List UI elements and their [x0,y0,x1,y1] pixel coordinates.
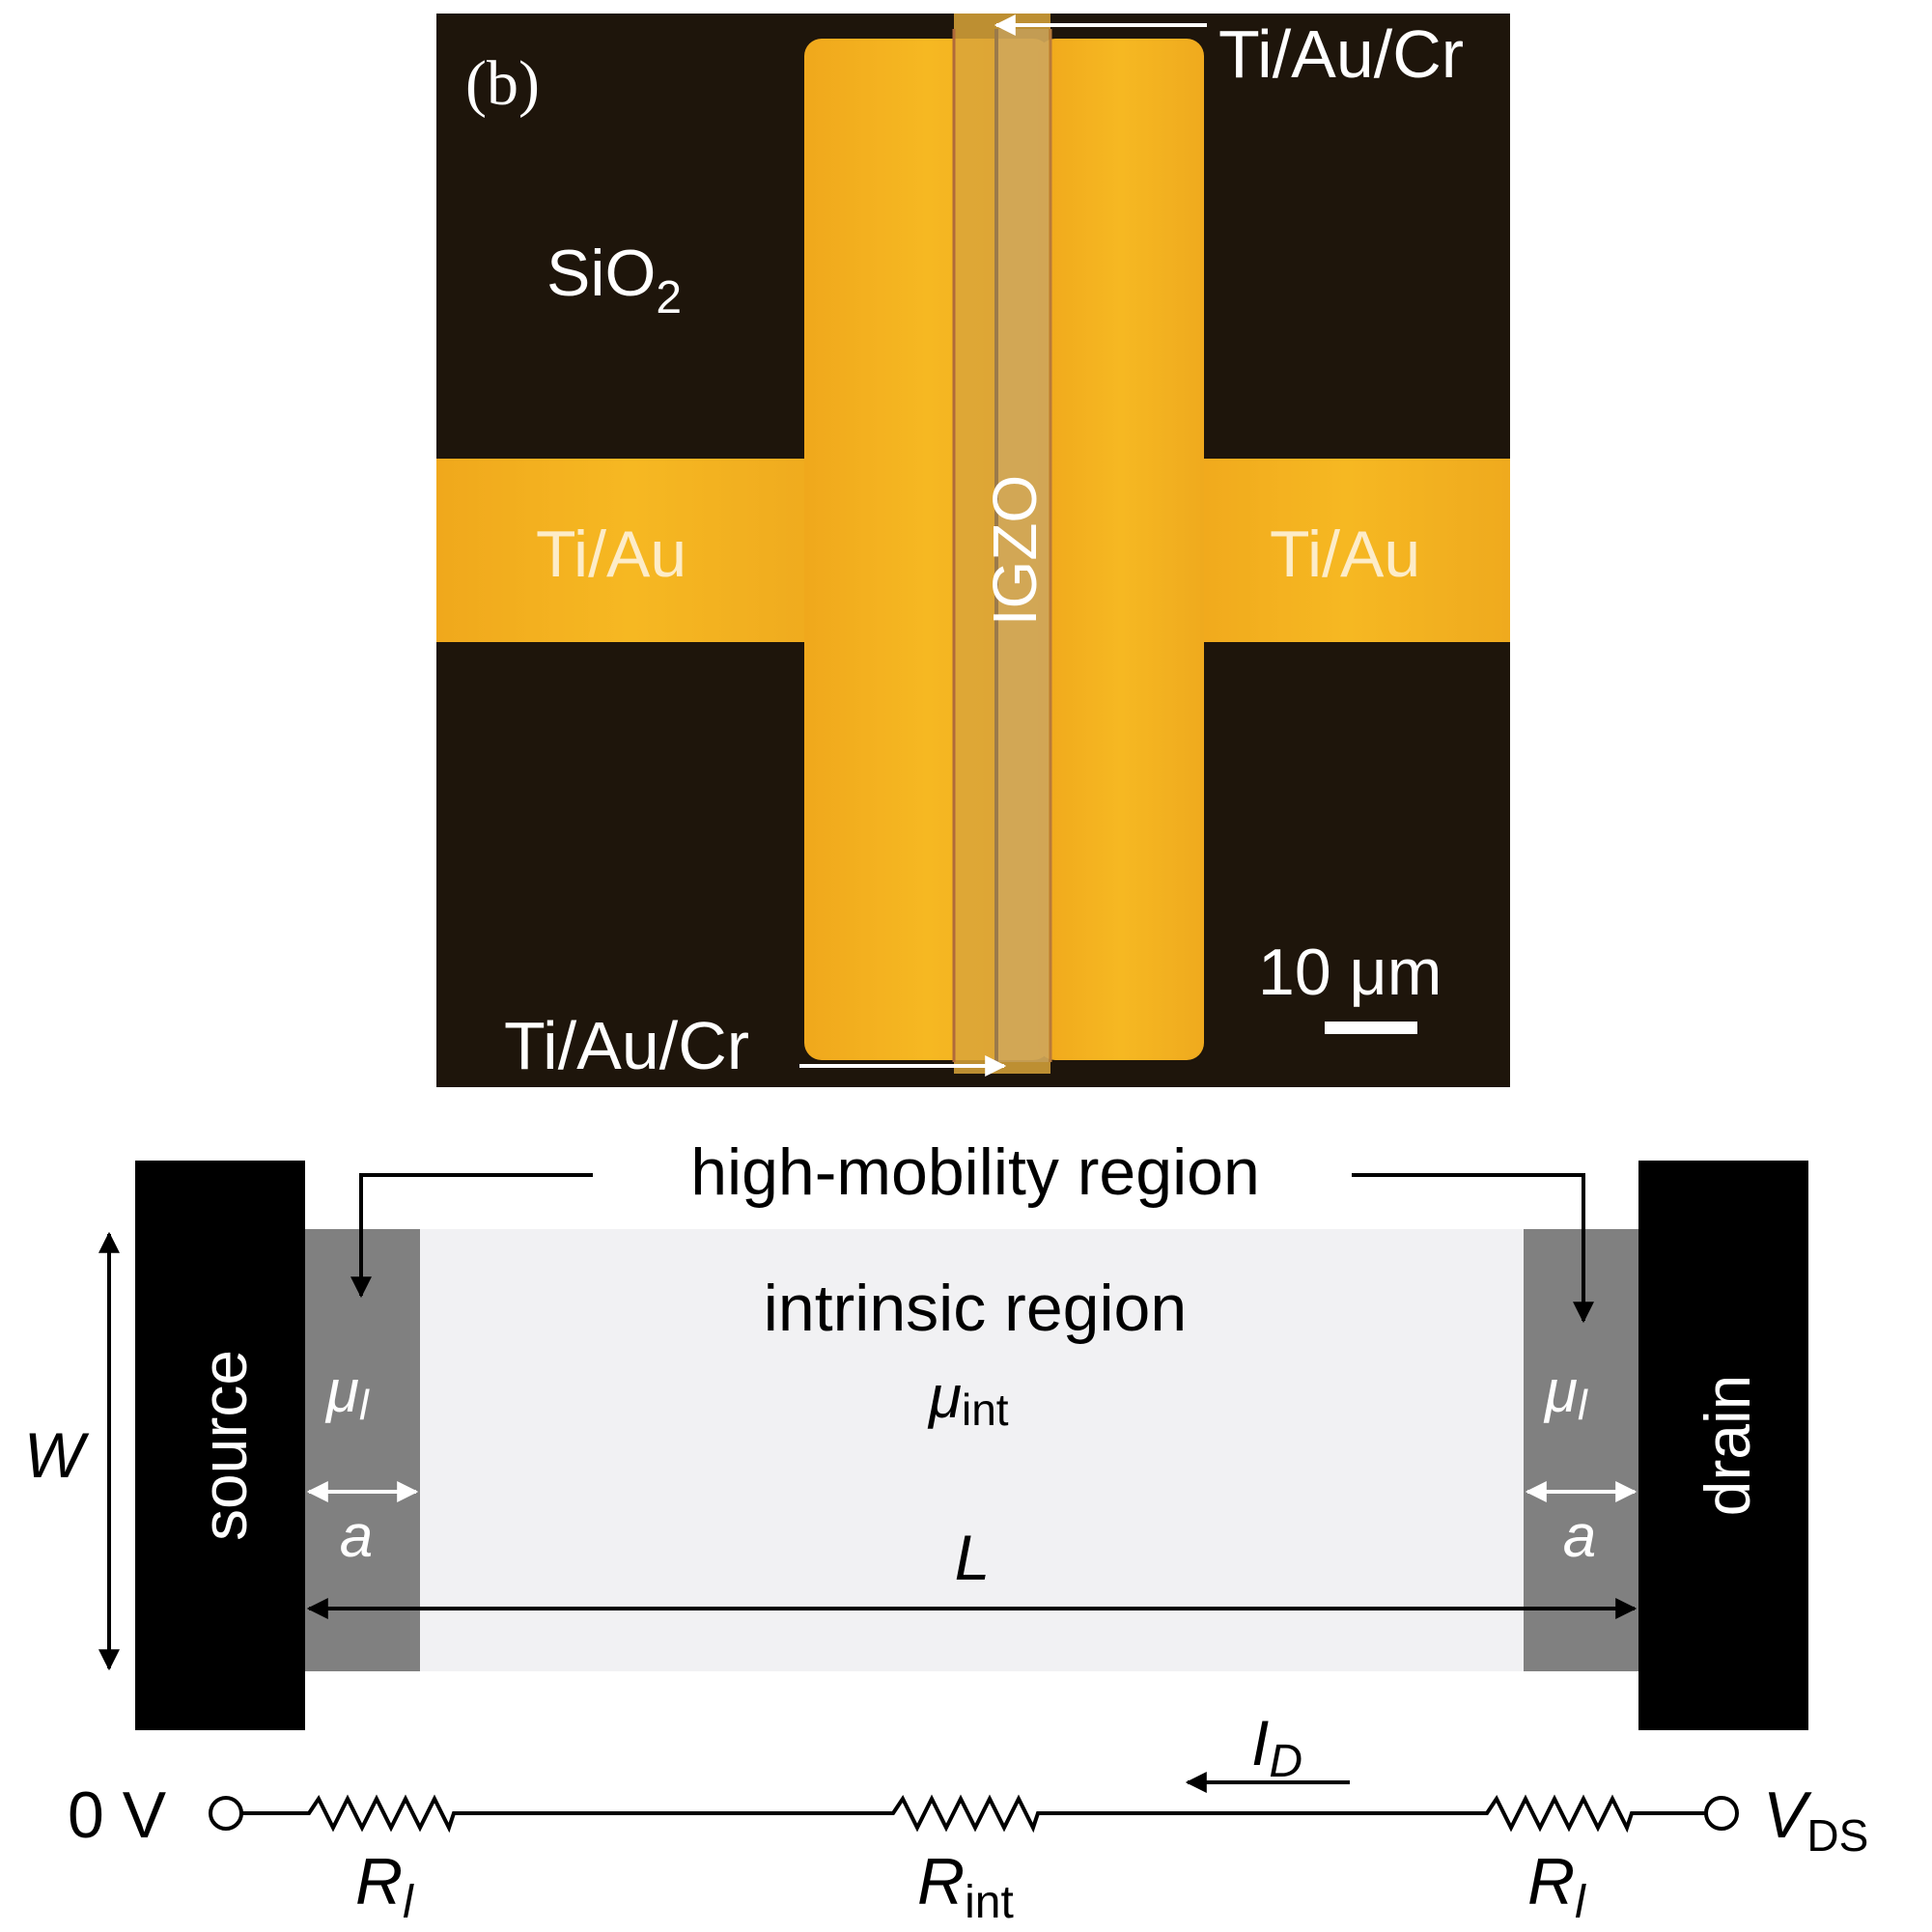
top-layer-label: Ti/Au/Cr [1218,16,1464,92]
high-mobility-region-left [305,1229,420,1671]
mu-l-right-label: μl [1543,1358,1588,1429]
left-voltage-label: 0 V [68,1778,167,1852]
contact-right-label: Ti/Au [1270,518,1420,591]
intrinsic-label: intrinsic region [764,1272,1187,1345]
right-terminal [1704,1796,1739,1831]
length-label: L [955,1522,991,1593]
igzo-label: IGZO [980,475,1050,626]
a-left-label: a [340,1503,373,1570]
resistor-rl-left-label: Rl [355,1845,414,1928]
contact-pad-right [1183,459,1510,642]
high-mobility-arrow-right [1352,1173,1594,1324]
circuit-wire [241,1794,1706,1834]
device-schematic: source drain high-mobility region intrin… [24,1135,1808,1730]
micrograph: (b) SiO2 Ti/Au Ti/Au IGZO Ti/Au/Cr Ti/Au… [436,14,1510,1087]
high-mobility-label: high-mobility region [690,1135,1260,1209]
contact-pad-left [436,459,823,642]
right-voltage-label: VDS [1763,1778,1868,1861]
equivalent-circuit: 0 V VDS ID Rl Rint Rl [68,1707,1868,1928]
source-label: source [188,1350,260,1541]
drain-contact [1638,1161,1808,1730]
panel-label: (b) [465,48,540,119]
high-mobility-region-right [1524,1229,1638,1671]
mu-l-left-label: μl [324,1358,370,1429]
channel-highlight [998,29,1049,1062]
mu-int-label: μint [927,1364,1009,1435]
drain-label: drain [1692,1375,1763,1517]
high-mobility-arrow-left [350,1173,593,1299]
scale-bar [1325,1022,1417,1034]
resistor-rint-label: Rint [917,1845,1014,1928]
width-label: W [24,1419,90,1491]
bottom-layer-label: Ti/Au/Cr [504,1008,749,1083]
electrode-right [1038,39,1204,1060]
source-contact [135,1161,305,1730]
contact-left-label: Ti/Au [536,518,686,591]
a-right-label: a [1563,1503,1596,1570]
current-label: ID [1251,1707,1302,1787]
scale-bar-label: 10 μm [1258,936,1442,1009]
left-terminal [209,1796,243,1831]
sio2-label: SiO2 [546,237,682,323]
resistor-rl-right-label: Rl [1527,1845,1586,1928]
intrinsic-region [418,1229,1524,1671]
